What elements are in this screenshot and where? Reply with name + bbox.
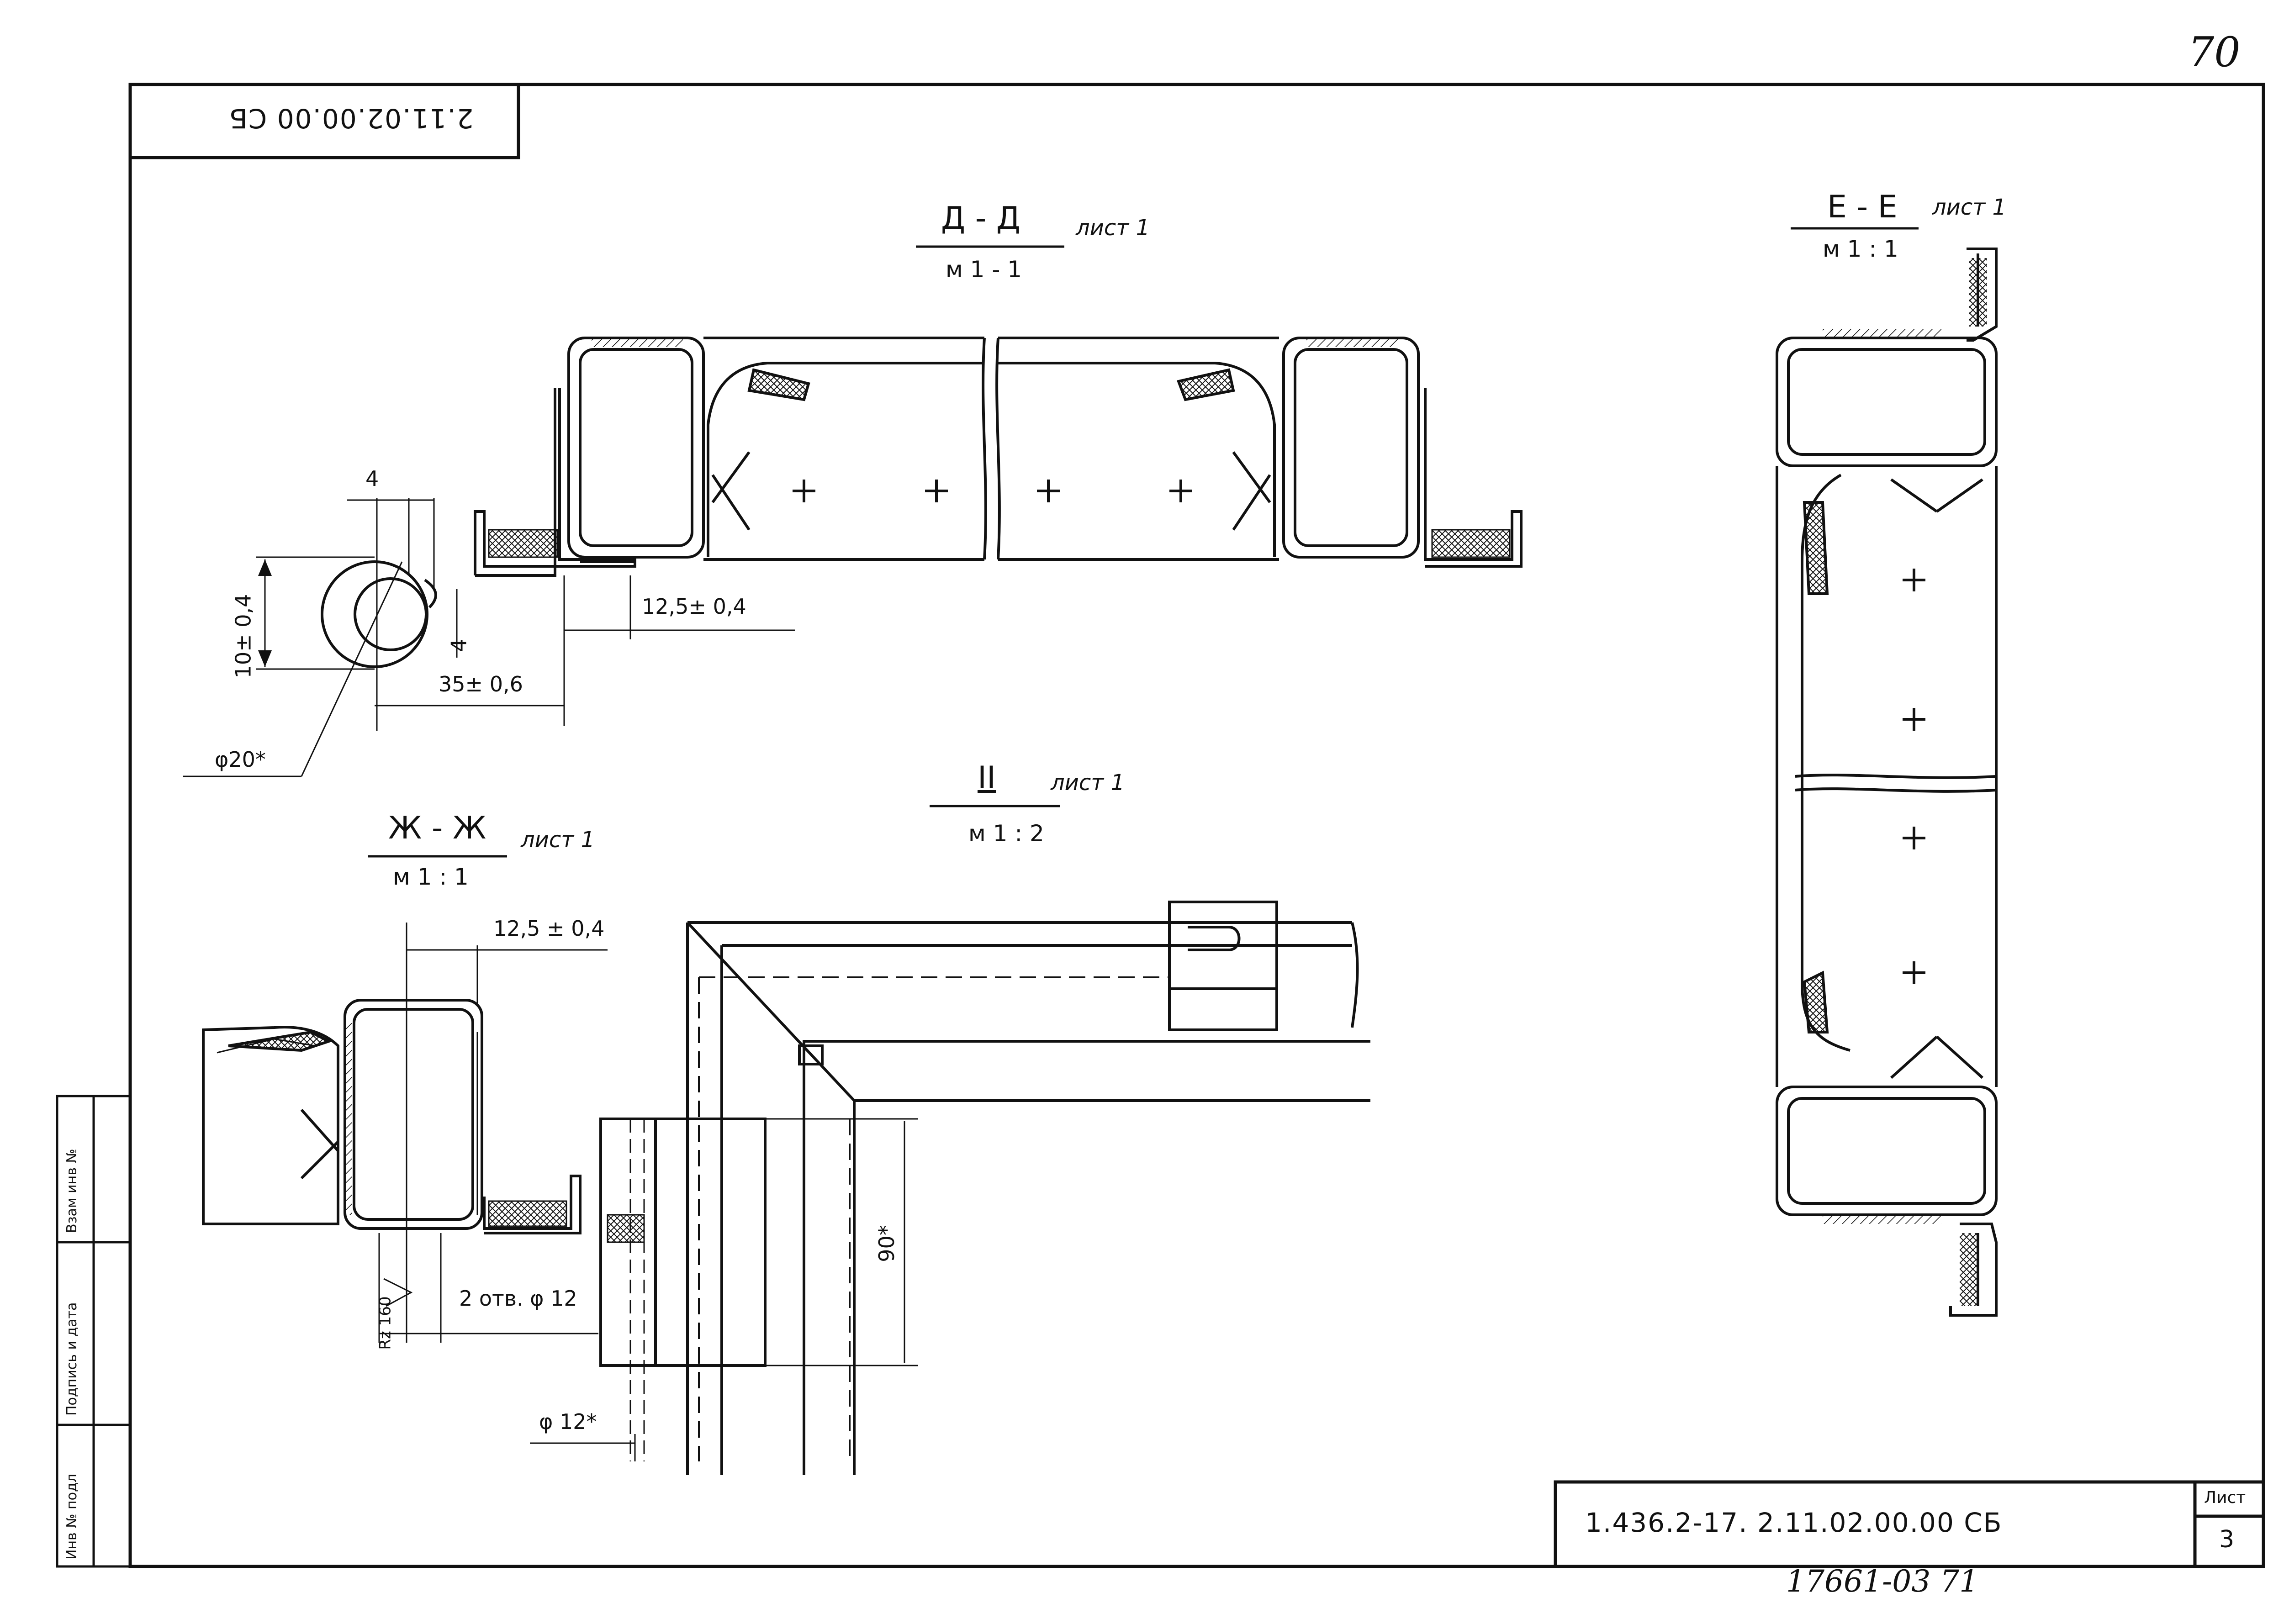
section-dd-drawing [474, 337, 1523, 577]
section-zhzh-scale: м 1 : 1 [393, 864, 469, 890]
dim-4-side: 4 [446, 638, 471, 652]
dim-rz: Rz 160 [376, 1296, 395, 1350]
section-ee-scale: м 1 : 1 [1823, 236, 1898, 262]
title-block-sheet-label: Лист [2204, 1488, 2246, 1507]
section-dd-ref: лист 1 [1076, 215, 1150, 241]
side-stamp-col3: Взам инв № [64, 1149, 80, 1233]
page-number: 70 [2188, 28, 2241, 76]
section-ee-crosses [1903, 569, 1925, 984]
section-ii-title: II [978, 760, 996, 796]
section-zhzh-drawing [202, 923, 608, 1343]
dim-phi12: φ 12* [539, 1409, 597, 1434]
dim-12-5-zh: 12,5 ± 0,4 [493, 916, 605, 941]
side-stamp-col1: Инв № подл [64, 1474, 80, 1560]
section-zhzh-ref: лист 1 [521, 827, 595, 853]
title-block-designation: 1.436.2-17. 2.11.02.00.00 СБ [1585, 1507, 2003, 1538]
title-block-sheet-number: 3 [2219, 1526, 2235, 1553]
dim-90: 90* [874, 1225, 899, 1262]
section-ii-ref: лист 1 [1051, 770, 1125, 796]
dim-holes: 2 отв. φ 12 [459, 1286, 577, 1311]
side-stamp [56, 1095, 132, 1568]
top-stamp-code: 2.11.02.00.00 СБ [228, 103, 474, 134]
bottom-code: 17661-03 71 [1786, 1564, 1979, 1599]
section-dd-scale: м 1 - 1 [946, 256, 1022, 283]
dim-12-5-dd: 12,5± 0,4 [642, 594, 746, 619]
section-dd-ring-detail [183, 498, 795, 777]
side-stamp-col2: Подпись и дата [64, 1302, 80, 1416]
title-block [1554, 1480, 2265, 1568]
sheet-frame [128, 83, 2265, 1568]
section-zhzh-title: Ж - Ж [388, 810, 486, 846]
section-dd-crosses [793, 480, 1192, 502]
section-ee-ref: лист 1 [1932, 195, 2007, 220]
dim-4-top: 4 [365, 466, 379, 491]
dim-phi20: φ20* [215, 747, 266, 772]
section-dd-title: Д - Д [941, 200, 1021, 237]
section-ii-drawing [530, 901, 1370, 1475]
section-ii-scale: м 1 : 2 [968, 820, 1044, 847]
top-stamp-box [128, 83, 520, 159]
section-ee-drawing [1776, 248, 1998, 1317]
dim-10: 10± 0,4 [231, 594, 256, 679]
section-ee-title: Е - Е [1827, 189, 1898, 225]
dim-35: 35± 0,6 [439, 672, 523, 696]
